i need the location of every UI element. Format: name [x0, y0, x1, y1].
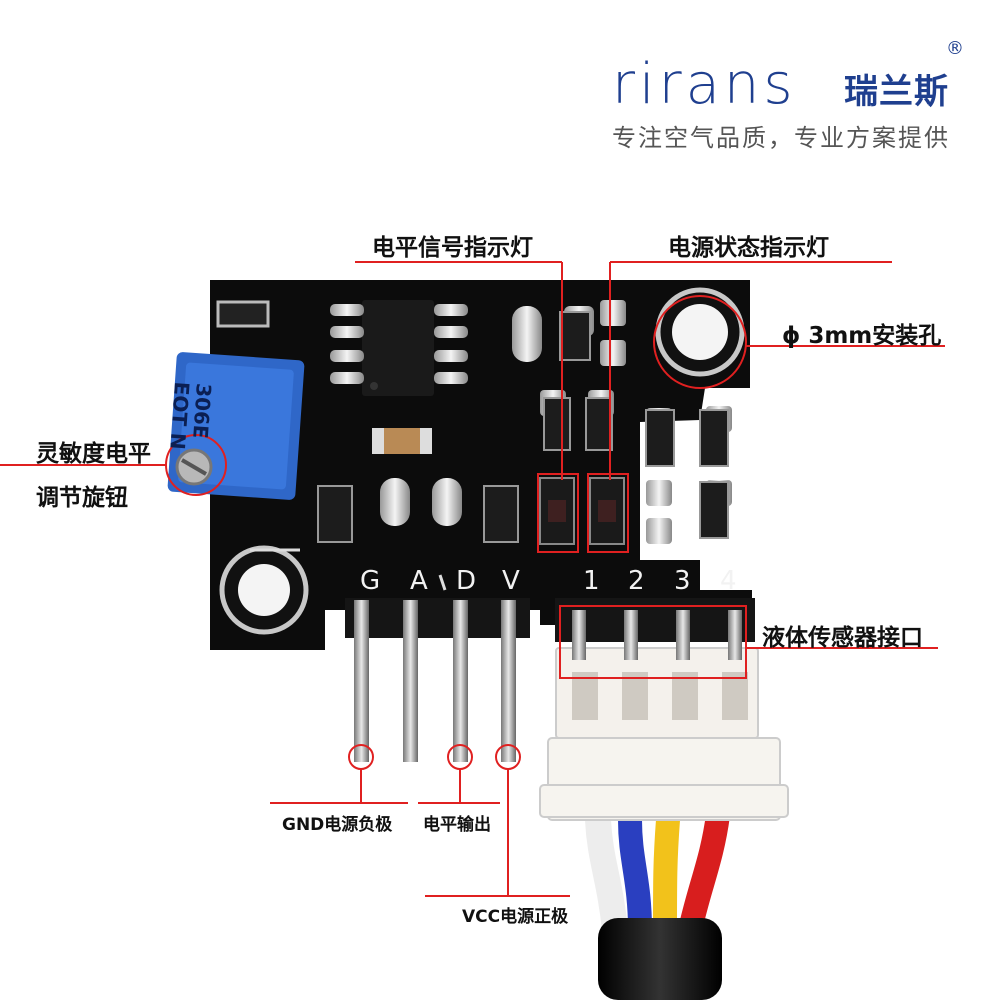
pcb	[167, 280, 752, 650]
brand-tagline: 专注空气品质，专业方案提供	[612, 124, 950, 152]
callout-sensor-port: 液体传感器接口	[762, 625, 923, 651]
port-label-2: 2	[628, 566, 645, 596]
callout-sensitivity-1: 灵敏度电平	[36, 441, 151, 467]
callout-vcc: VCC电源正极	[462, 907, 569, 927]
brand-name-cn: 瑞兰斯	[844, 72, 949, 112]
callout-gnd: GND电源负极	[282, 815, 393, 835]
callout-level-out: 电平输出	[423, 815, 491, 835]
port-label-1: 1	[583, 566, 600, 596]
pin-label-g: G	[360, 566, 381, 596]
pot-marking: 306E EOT N	[138, 379, 216, 484]
potentiometer	[167, 352, 305, 500]
callout-power-led: 电源状态指示灯	[668, 235, 829, 261]
pin-label-d: D	[456, 566, 477, 596]
registered-mark: ®	[946, 38, 964, 59]
pin-label-a: A	[410, 566, 428, 596]
callout-sensitivity-2: 调节旋钮	[36, 485, 128, 511]
port-label-4: 4	[720, 566, 737, 596]
sensor-cable	[585, 813, 730, 1000]
sensor-port	[539, 598, 789, 821]
pin-header	[345, 598, 530, 762]
port-label-3: 3	[674, 566, 691, 596]
callout-level-led: 电平信号指示灯	[372, 235, 533, 261]
brand-name-en: rirans	[612, 52, 797, 117]
pin-label-v: V	[502, 566, 520, 596]
callout-lines	[0, 261, 945, 897]
callout-mount-hole: ϕ 3mm安装孔	[782, 323, 942, 349]
